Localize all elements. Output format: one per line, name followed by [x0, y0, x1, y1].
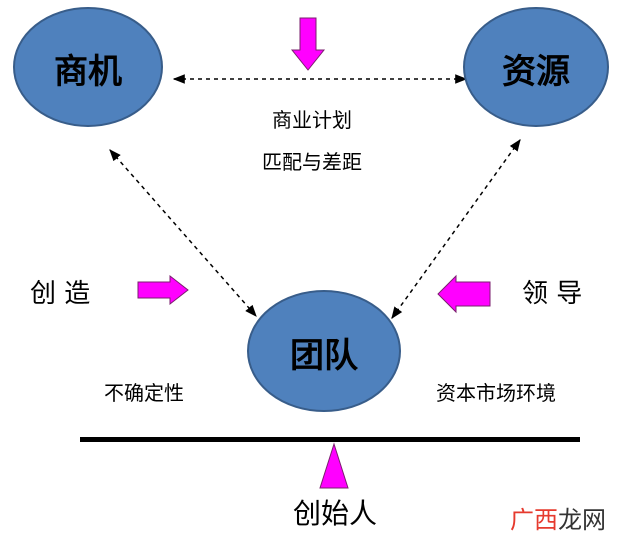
right-arrow-icon	[137, 274, 189, 306]
capital-market-label: 资本市场环境	[436, 381, 556, 405]
leadership-label: 领 导	[522, 279, 583, 309]
connector-opportunity-team	[109, 149, 257, 317]
node-team-label: 团队	[290, 336, 358, 376]
node-opportunity	[13, 7, 163, 127]
down-arrow-icon	[290, 17, 326, 71]
node-opportunity-label: 商机	[54, 52, 122, 92]
baseline-beam	[80, 437, 580, 442]
node-resources-label: 资源	[502, 52, 570, 92]
founder-label: 创始人	[293, 497, 378, 530]
fit-and-gap-label: 匹配与差距	[262, 150, 362, 174]
business-plan-label: 商业计划	[272, 108, 352, 132]
watermark-part2: 龙网	[558, 506, 606, 534]
left-arrow-icon	[437, 274, 491, 314]
node-team	[247, 290, 401, 412]
fulcrum-triangle	[319, 442, 349, 489]
watermark: 广西龙网	[510, 500, 606, 535]
uncertainty-label: 不确定性	[104, 381, 184, 405]
watermark-part1: 广西	[510, 506, 558, 534]
node-resources	[463, 7, 609, 127]
creativity-label: 创 造	[30, 279, 91, 309]
